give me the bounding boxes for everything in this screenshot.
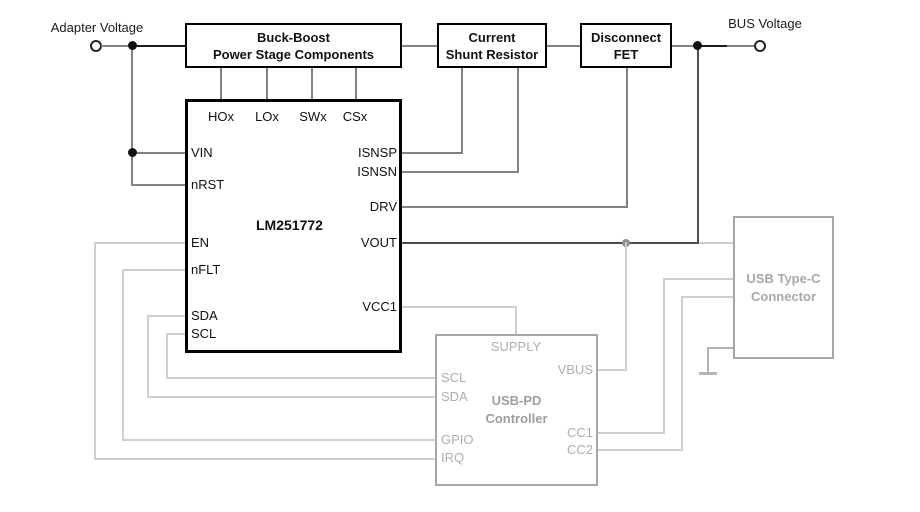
- chip-pin-nflt: nFLT: [191, 262, 221, 277]
- wire-cc2: [598, 449, 683, 451]
- wire-to-bus-terminal: [727, 45, 754, 47]
- pd-pin-irq: IRQ: [441, 450, 465, 465]
- wire-en-vertical: [94, 242, 96, 460]
- fet-label-line1: Disconnect: [590, 29, 662, 45]
- junction-dot-adapter: [128, 41, 137, 50]
- wire-supply-vertical: [515, 306, 517, 334]
- buck-boost-label-line2: Power Stage Components: [212, 46, 375, 62]
- pd-pin-vbus: VBUS: [557, 362, 593, 377]
- current-shunt-box: Current Shunt Resistor: [437, 23, 547, 68]
- usb-pd-title-line1: USB-PD: [491, 393, 542, 408]
- usb-pd-title-line2: Controller: [485, 411, 548, 426]
- wire-nflt-vertical: [122, 269, 124, 441]
- wire-drv: [402, 206, 628, 208]
- wire-vout-vertical: [697, 46, 699, 244]
- wire-en: [95, 242, 185, 244]
- chip-pin-vin: VIN: [191, 145, 213, 160]
- junction-dot-vin: [128, 148, 137, 157]
- wire-drv-vertical: [626, 68, 628, 208]
- chip-pin-csx: CSx: [342, 109, 368, 124]
- chip-pin-nrst: nRST: [191, 177, 225, 192]
- shunt-label-line2: Shunt Resistor: [445, 46, 539, 62]
- wire-scl-chip: [167, 333, 185, 335]
- pd-pin-scl: SCL: [441, 370, 467, 385]
- pd-pin-cc1: CC1: [566, 425, 593, 440]
- chip-pin-lox: LOx: [255, 109, 279, 124]
- wire-busjunction-out: [698, 45, 727, 47]
- wire-fet-to-busjunction: [672, 45, 698, 47]
- chip-pin-swx: SWx: [299, 109, 327, 124]
- buck-boost-label-line1: Buck-Boost: [257, 29, 330, 45]
- wire-lox-stub: [266, 68, 268, 99]
- pd-pin-cc2: CC2: [566, 442, 593, 457]
- chip-pin-hox: HOx: [208, 109, 234, 124]
- wire-isnsp: [402, 152, 463, 154]
- wire-cc2-to-connector: [681, 296, 733, 298]
- wire-sda-vertical: [147, 315, 149, 398]
- wire-irq: [94, 458, 435, 460]
- wire-shunt-to-fet: [547, 45, 580, 47]
- wire-vin: [132, 152, 185, 154]
- wire-sda-controller: [147, 396, 435, 398]
- pd-pin-gpio: GPIO: [441, 432, 474, 447]
- ground-stub: [707, 347, 709, 374]
- usb-c-label-line2: Connector: [751, 288, 816, 304]
- wire-vout: [402, 242, 699, 244]
- wire-isnsn-vertical: [517, 68, 519, 173]
- wire-hox-stub: [220, 68, 222, 99]
- wire-vbus: [598, 369, 627, 371]
- chip-pin-en: EN: [191, 235, 210, 250]
- adapter-voltage-label: Adapter Voltage: [50, 20, 144, 35]
- usb-pd-controller-title: USB-PD Controller: [435, 392, 598, 428]
- chip-pin-isnsp: ISNSP: [357, 145, 397, 160]
- wire-bus-to-connector: [699, 242, 733, 244]
- lm251772-chip-box: [185, 99, 402, 353]
- chip-pin-vout: VOUT: [360, 235, 397, 250]
- wire-connector-to-ground: [708, 347, 733, 349]
- chip-pin-isnsn: ISNSN: [357, 164, 397, 179]
- pd-pin-sda: SDA: [441, 389, 468, 404]
- wire-isnsn: [402, 171, 519, 173]
- chip-name: LM251772: [256, 217, 323, 233]
- usb-c-label-line1: USB Type-C: [746, 270, 821, 286]
- wire-vcc1: [402, 306, 517, 308]
- wire-junction-to-buckboost: [132, 45, 185, 47]
- wire-adapter-to-junction: [101, 45, 132, 47]
- wire-gpio: [122, 439, 435, 441]
- usb-type-c-connector-box: USB Type-C Connector: [733, 216, 834, 359]
- chip-pin-scl: SCL: [191, 326, 217, 341]
- fet-label-line2: FET: [613, 46, 639, 62]
- junction-dot-bus: [693, 41, 702, 50]
- chip-pin-drv: DRV: [369, 199, 397, 214]
- wire-cc2-vertical: [681, 296, 683, 451]
- wire-cc1-to-connector: [663, 278, 733, 280]
- wire-cc1-vertical: [663, 278, 665, 434]
- wire-scl-vertical: [166, 333, 168, 379]
- bus-terminal-circle: [754, 40, 766, 52]
- wire-sda-chip: [148, 315, 185, 317]
- usb-pd-controller-box: [435, 334, 598, 486]
- wire-csx-stub: [355, 68, 357, 99]
- pd-pin-supply: SUPPLY: [490, 339, 542, 354]
- chip-pin-sda: SDA: [191, 308, 218, 323]
- chip-pin-vcc1: VCC1: [362, 299, 397, 314]
- buck-boost-box: Buck-Boost Power Stage Components: [185, 23, 402, 68]
- wire-scl-controller: [166, 377, 435, 379]
- wire-vbus-vertical: [625, 242, 627, 371]
- wire-nrst: [132, 184, 186, 186]
- wire-isnsp-vertical: [461, 68, 463, 154]
- wire-nflt: [123, 269, 185, 271]
- disconnect-fet-box: Disconnect FET: [580, 23, 672, 68]
- wire-buckboost-to-shunt: [402, 45, 437, 47]
- wire-cc1: [598, 432, 665, 434]
- bus-voltage-label: BUS Voltage: [728, 16, 802, 31]
- wire-adapter-vertical: [131, 46, 133, 186]
- ground-icon: [699, 372, 717, 375]
- shunt-label-line1: Current: [468, 29, 516, 45]
- wire-swx-stub: [311, 68, 313, 99]
